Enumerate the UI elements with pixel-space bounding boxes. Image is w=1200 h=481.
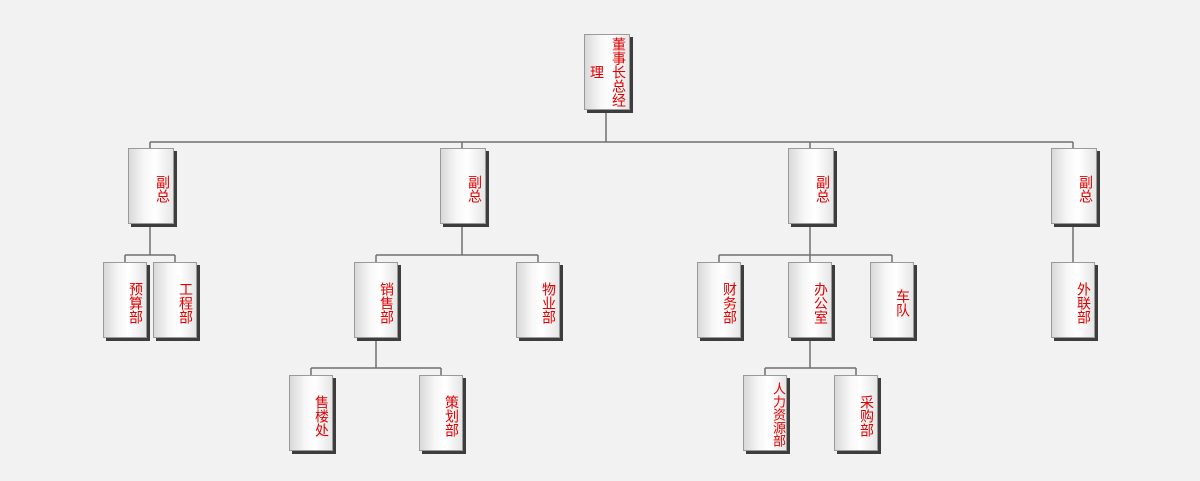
- node-office[interactable]: 办公室: [788, 262, 832, 338]
- node-vp-2[interactable]: 副总: [440, 148, 486, 224]
- node-purchasing-dept[interactable]: 采购部: [834, 375, 878, 451]
- node-property-dept[interactable]: 物业部: [516, 262, 560, 338]
- node-finance-dept[interactable]: 财务部: [697, 262, 741, 338]
- node-planning-dept[interactable]: 策划部: [419, 375, 463, 451]
- node-engineering-dept[interactable]: 工程部: [153, 262, 197, 338]
- node-hr-dept[interactable]: 人力资源部: [743, 375, 787, 451]
- node-vp-3[interactable]: 副总: [788, 148, 834, 224]
- node-vp-4[interactable]: 副总: [1051, 148, 1097, 224]
- node-fleet[interactable]: 车队: [870, 262, 914, 338]
- node-sales-office[interactable]: 售楼处: [289, 375, 333, 451]
- node-budget-dept[interactable]: 预算部: [103, 262, 147, 338]
- node-chairman-ceo[interactable]: 董事长总经理: [584, 34, 630, 110]
- node-vp-1[interactable]: 副总: [128, 148, 174, 224]
- node-external-relations-dept[interactable]: 外联部: [1051, 262, 1095, 338]
- node-sales-dept[interactable]: 销售部: [354, 262, 398, 338]
